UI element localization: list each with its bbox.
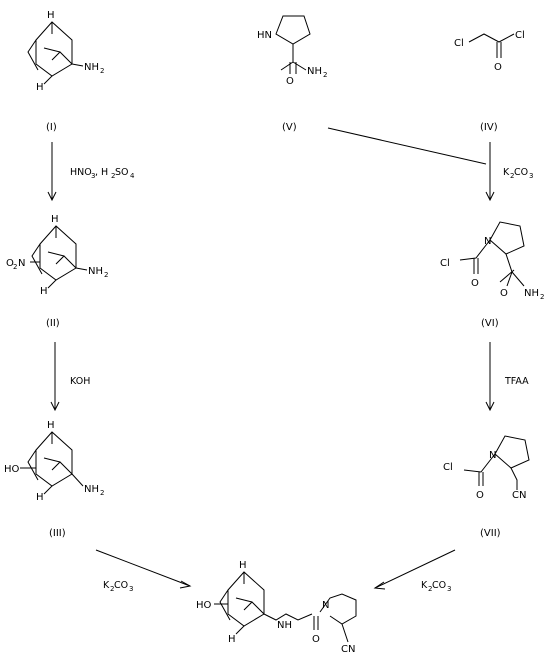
nitrile-label: CN — [341, 644, 355, 655]
reagent-step5-a-sub: 2 — [110, 585, 114, 593]
atom-cl-left: Cl — [454, 38, 464, 49]
carbonyl-o: O — [286, 76, 294, 87]
amine-label: NH — [88, 266, 103, 277]
arrow-step3: K 2 CO 3 — [327, 127, 533, 202]
label-compound-VII: (VII) — [480, 528, 501, 539]
atom-hn: HN — [257, 30, 272, 41]
reagent-step2: KOH — [70, 376, 90, 387]
amine-label: NH — [84, 484, 99, 495]
compound-III: H H HO NH 2 (III) — [4, 420, 104, 539]
reagent-step6-a: K — [421, 580, 428, 591]
amide-label: NH — [524, 288, 539, 299]
atom-cl: Cl — [440, 258, 450, 269]
carbonyl-o: O — [312, 634, 320, 645]
amide-label: NH — [307, 66, 322, 77]
atom-h-top: H — [51, 214, 59, 225]
reagent-step3-b-sub: 3 — [529, 172, 533, 180]
label-compound-I: (I) — [46, 122, 57, 133]
amine-subscript: 2 — [104, 271, 108, 279]
amide-subscript: 2 — [540, 293, 544, 301]
amine-subscript: 2 — [100, 489, 104, 497]
reagent-step1-a-sub: 3 — [91, 172, 95, 180]
atom-h-bottom: H — [36, 82, 44, 93]
carbonyl-o: O — [471, 278, 479, 289]
reagent-step1-c: SO — [115, 167, 129, 178]
amine-nh-label: NH — [277, 620, 292, 631]
compound-IV: Cl Cl O (IV) — [454, 30, 525, 133]
arrow-step4: TFAA — [485, 342, 529, 412]
arrow-step1: HNO 3 , H 2 SO 4 — [47, 142, 135, 202]
reagent-step1-c-sub: 4 — [130, 172, 135, 180]
reagent-step1-b: , H — [95, 167, 108, 178]
reagent-step1-a: HNO — [70, 167, 92, 178]
reagent-step5-b-sub: 3 — [129, 585, 133, 593]
hydroxyl-label: HO — [196, 600, 212, 611]
reagent-step3-a-sub: 2 — [510, 172, 514, 180]
ring-n: N — [322, 600, 329, 611]
reagent-step5-b: CO — [114, 580, 128, 591]
reagent-step1-b-sub: 2 — [111, 172, 115, 180]
nitrile-label: CN — [512, 490, 526, 501]
reagent-step6-b: CO — [432, 580, 446, 591]
atom-h-bottom: H — [36, 492, 44, 503]
reagent-step5-a: K — [103, 580, 110, 591]
atom-h-top: H — [47, 420, 55, 431]
compound-VII: N Cl O CN (VII) — [443, 435, 530, 539]
compound-V: HN O NH 2 (V) — [257, 15, 327, 133]
nitro-n: N — [18, 258, 25, 269]
label-compound-VI: (VI) — [481, 318, 499, 329]
hydroxyl-label: HO — [4, 464, 20, 475]
atom-h-top: H — [239, 560, 247, 571]
compound-I: H H NH 2 (I) — [27, 10, 104, 133]
reagent-step6-b-sub: 3 — [447, 585, 451, 593]
amide-o: O — [500, 288, 508, 299]
reagent-step3-b: CO — [514, 167, 528, 178]
reagent-step3-a: K — [503, 167, 510, 178]
label-compound-III: (III) — [49, 528, 66, 539]
ring-n: N — [484, 236, 491, 247]
atom-cl: Cl — [443, 462, 453, 473]
compound-VI: N Cl O O NH 2 (VI) — [440, 221, 544, 329]
compound-II: H H O 2 N NH 2 (II) — [6, 214, 108, 329]
product-vildagliptin: H H HO NH O N CN — [196, 560, 357, 655]
label-compound-V: (V) — [282, 122, 297, 133]
atom-h-bottom: H — [40, 286, 48, 297]
arrow-step5: K 2 CO 3 — [95, 549, 192, 593]
label-compound-IV: (IV) — [480, 122, 498, 133]
nitro-subscript: 2 — [13, 263, 17, 271]
ring-n: N — [489, 450, 496, 461]
arrow-step6: K 2 CO 3 — [373, 549, 456, 593]
amine-subscript: 2 — [100, 67, 104, 75]
amine-label: NH — [84, 62, 99, 73]
nitro-o: O — [6, 258, 14, 269]
atom-h-top: H — [47, 10, 55, 21]
atom-cl-right: Cl — [515, 30, 525, 41]
label-compound-II: (II) — [46, 318, 60, 329]
carbonyl-o: O — [476, 490, 484, 501]
atom-o: O — [494, 62, 502, 73]
reagent-step6-a-sub: 2 — [428, 585, 432, 593]
atom-h-bottom: H — [228, 634, 236, 645]
amide-subscript: 2 — [323, 71, 327, 79]
arrow-step2: KOH — [50, 342, 90, 412]
reagent-step4: TFAA — [504, 376, 529, 387]
